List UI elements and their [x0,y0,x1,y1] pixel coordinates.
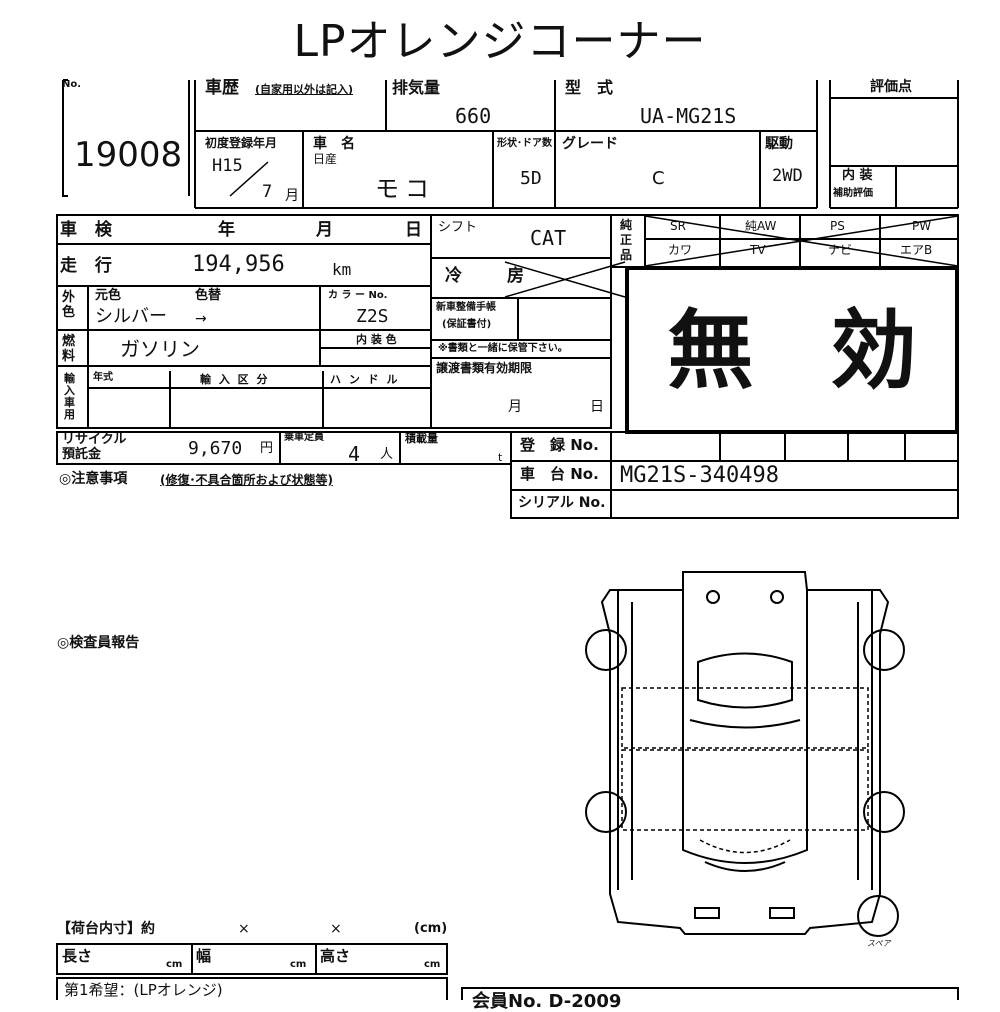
equip-aw: 純AW [745,219,777,233]
aircon-label: 冷 房 [445,266,538,286]
cargo-length-label: 長さ [62,947,93,965]
chassis-no-label: 車 台 No. [520,465,599,483]
color-arrow: → [195,311,207,327]
fuel-label: 燃料 [62,334,76,364]
cargo-height-label: 高さ [320,947,351,965]
serial-no-label: シリアル No. [518,495,606,511]
equip-tv: TV [750,243,766,257]
car-name-label: 車 名 [313,136,355,152]
shift-label: シフト [438,220,478,235]
inspection-year: 年 [218,220,235,240]
chassis-no-value: MG21S-340498 [620,463,779,488]
ton-unit: t [498,451,503,464]
doors-value: 5D [520,168,542,189]
color-value: シルバー [95,306,167,327]
first-reg-label: 初度登録年月 [205,136,278,150]
shift-value: CAT [530,226,567,250]
car-name: モコ [375,175,435,203]
transfer-day: 日 [590,399,604,415]
maint-note: ※書類と一緒に保管下さい。 [438,343,568,354]
import-year-label: 年式 [93,372,113,383]
recycle-sub-label: 預託金 [62,447,102,462]
drive-value: 2WD [772,166,803,186]
spare-label: スペア [867,939,891,948]
displacement-label: 排気量 [392,78,441,97]
first-wish: 第1希望：(LPオレンジ) [64,981,223,999]
inspector-report-label: ◎検査員報告 [57,635,140,651]
displacement-value: 660 [455,104,492,128]
original-color-label: 元色 [95,288,122,303]
stamp-char-2: 効 [830,301,917,401]
reg-no-label: 登 録 No. [520,436,599,454]
equip-ps: PS [830,219,845,233]
handle-label: ハ ン ド ル [330,373,400,386]
mileage-label: 走 行 [60,256,118,276]
capacity-value: 4 [348,442,361,466]
yen-unit: 円 [260,441,274,456]
color-no-label: カ ラ ー No. [328,290,388,301]
repaint-label: 色替 [195,288,222,303]
shape-label: 形状･ドア数 [497,138,552,149]
maint-sub-label: (保証書付) [442,319,492,330]
month-unit: 月 [285,188,299,204]
inspection-day: 日 [405,220,422,240]
cargo-unit: (cm) [414,921,448,936]
model-label: 型 式 [565,78,614,97]
cargo-width-label: 幅 [196,947,212,965]
first-reg-month: 7 [262,182,273,202]
stamp-char-1: 無 [667,301,754,401]
score-label: 評価点 [870,79,912,95]
equip-navi: ナビ [828,243,853,257]
equip-pw: PW [912,219,932,233]
cargo-x1: × [238,921,250,937]
void-stamp: 無 効 [625,266,959,434]
import-class-label: 輸 入 区 分 [200,373,270,386]
recycle-label: リサイクル [62,432,127,447]
cargo-width-unit: cm [290,959,307,970]
car-diagram [585,571,905,937]
interior-label: 内 装 [842,168,873,183]
inspection-month: 月 [316,220,333,240]
cargo-x2: × [330,921,342,937]
lot-number: 19008 [74,135,183,175]
transfer-month: 月 [508,399,522,415]
page-title: LPオレンジコーナー [293,16,707,67]
maint-label: 新車整備手帳 [436,302,496,313]
load-label: 積載量 [405,432,438,445]
mileage-value: 194,956 [192,252,285,277]
import-label: 輸入車用 [64,372,75,421]
equip-airbag: エアB [900,243,933,257]
model-value: UA-MG21S [640,104,737,128]
inspection-label: 車 検 [60,220,118,240]
capacity-label: 乗車定員 [284,432,324,443]
grade-value: C [652,168,665,189]
fuel-value: ガソリン [120,337,200,361]
cargo-length-unit: cm [166,959,183,970]
equipment-label: 純正品 [620,218,633,262]
notes-sub-label: (修復･不具合箇所および状態等) [160,473,333,487]
person-unit: 人 [380,447,394,462]
recycle-fee: 9,670 [188,438,243,459]
cargo-height-unit: cm [424,959,441,970]
no-label: No. [62,79,82,90]
mileage-unit: km [332,260,352,279]
outer-color-label: 外色 [62,290,76,320]
interior-sub-label: 補助評価 [833,188,873,199]
history-label: 車歴 [205,78,239,98]
interior-color-label: 内 装 色 [356,333,397,346]
transfer-label: 譲渡書類有効期限 [436,361,533,375]
equip-sr: SR [670,219,686,233]
notes-label: ◎注意事項 [59,471,128,487]
first-reg-era: H15 [212,156,243,176]
maker: 日産 [313,152,338,166]
member-no: 会員No. D-2009 [472,991,622,1012]
drive-label: 駆動 [765,136,793,152]
color-no-value: Z2S [356,306,389,327]
grade-label: グレード [562,136,618,152]
cargo-label: 【荷台内寸】約 [57,921,155,937]
equip-leather: カワ [668,243,693,257]
history-note: (自家用以外は記入) [255,83,354,96]
